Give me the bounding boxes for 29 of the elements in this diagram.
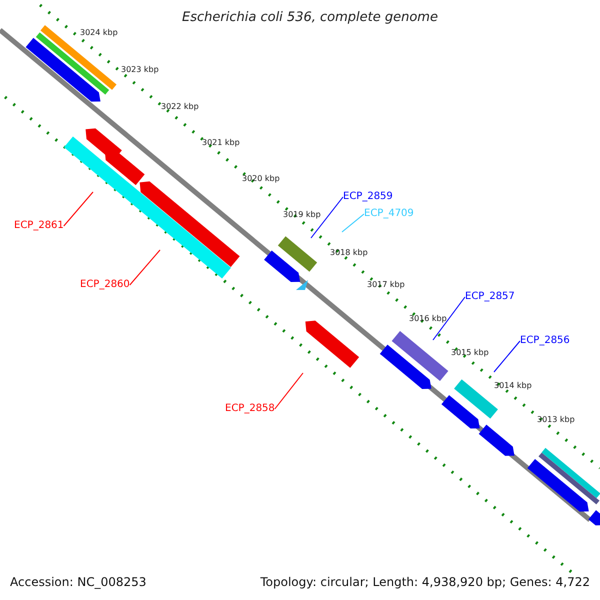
gene-label: ECP_2856 (520, 336, 570, 346)
gene-label: ECP_2857 (465, 292, 515, 302)
scale-label: 3020 kbp (242, 175, 280, 183)
scale-label: 3016 kbp (409, 315, 447, 323)
scale-label: 3019 kbp (283, 211, 321, 219)
scale-label: 3024 kbp (80, 29, 118, 37)
scale-label: 3021 kbp (202, 139, 240, 147)
gene-label: ECP_2860 (80, 280, 130, 290)
leader-line (310, 196, 344, 238)
leader-line (129, 250, 160, 286)
gene-label: ECP_2858 (225, 404, 275, 414)
gene-label: ECP_2859 (343, 192, 393, 202)
scale-label: 3014 kbp (494, 382, 532, 390)
leader-line (342, 214, 364, 232)
accession-text: Accession: NC_008253 (10, 576, 146, 588)
chart-title: Escherichia coli 536, complete genome (182, 11, 438, 24)
leader-line (63, 192, 94, 226)
scale-label: 3022 kbp (161, 103, 199, 111)
leader-line (494, 340, 520, 372)
scale-label: 3023 kbp (121, 66, 159, 74)
summary-text: Topology: circular; Length: 4,938,920 bp; Genes: 4,722 (260, 576, 590, 588)
scale-label: 3015 kbp (451, 349, 489, 357)
leader-line (432, 296, 466, 340)
scale-label: 3013 kbp (537, 416, 575, 424)
scale-label: 3017 kbp (367, 281, 405, 289)
gene-label: ECP_4709 (364, 209, 414, 219)
leader-line (274, 372, 304, 410)
gene-label: ECP_2861 (14, 221, 64, 231)
scale-label: 3018 kbp (330, 249, 368, 257)
